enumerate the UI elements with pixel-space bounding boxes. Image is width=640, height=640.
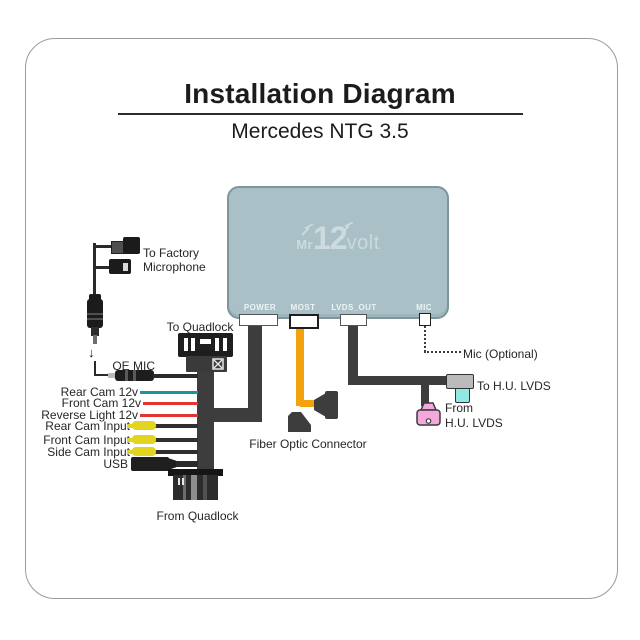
to-quadlock-label: To Quadlock <box>166 320 234 334</box>
oe-mic-wire <box>153 374 198 378</box>
rca-tip <box>127 450 133 454</box>
connector-detail <box>123 263 128 271</box>
plug-direction-arrow-icon: ↓ <box>88 345 95 360</box>
front-cam-12v-wire <box>143 402 198 405</box>
to-factory-microphone-label-line1: To Factory <box>143 246 200 260</box>
connector-detail <box>182 478 184 485</box>
wire-label-front-cam-12v: Front Cam 12v <box>61 396 141 410</box>
oe-mic-link-vertical <box>94 361 96 376</box>
rear-cam-12v-wire <box>140 391 198 394</box>
usb-wire <box>176 461 198 467</box>
rca-tip <box>127 424 133 428</box>
fiber-optic-end-connector <box>288 412 311 432</box>
mic-port-tab <box>419 313 431 326</box>
wire-label-side-cam-input: Side Cam Input <box>47 445 130 459</box>
factory-mic-branch-2 <box>95 266 112 269</box>
fiber-optic-branch-connector <box>314 391 338 419</box>
oe-mic-connector <box>115 370 154 381</box>
to-hu-lvds-label: To H.U. LVDS <box>477 379 551 393</box>
power-port-tab <box>239 314 278 326</box>
oe-mic-label: OE MIC <box>112 359 155 373</box>
connector-detail <box>178 478 180 485</box>
quadlock-harness-cable <box>197 362 214 478</box>
wire-label-reverse-light-12v: Reverse Light 12v <box>41 408 138 422</box>
side-cam-input-rca-connector <box>132 447 156 456</box>
usb-connector-taper <box>168 458 178 470</box>
port-label-power: POWER <box>243 303 277 312</box>
to-factory-microphone-label-line2: Microphone <box>143 260 206 274</box>
lvds-cable-horizontal <box>348 376 448 385</box>
power-cable-vertical <box>248 325 262 422</box>
factory-mic-cable <box>93 243 96 291</box>
connector-pin-slot <box>223 338 227 351</box>
mic-dotted-line-vertical <box>424 326 426 352</box>
usb-connector <box>131 457 169 471</box>
factory-mic-branch-1 <box>95 245 114 248</box>
page-subtitle: Mercedes NTG 3.5 <box>231 120 409 143</box>
from-hu-lvds-label-line1: From <box>445 401 473 415</box>
power-cable-horizontal <box>199 408 262 422</box>
wire-label-front-cam-input: Front Cam Input <box>43 433 130 447</box>
fiber-optic-cable-branch <box>300 400 317 407</box>
lvds-out-port-tab <box>340 314 367 326</box>
logo-text-volt: volt <box>346 232 380 254</box>
wire-label-rear-cam-input: Rear Cam Input <box>45 419 130 433</box>
to-hu-lvds-connector <box>446 374 474 389</box>
from-hu-lvds-label-line2: H.U. LVDS <box>445 416 503 430</box>
port-label-lvds-out: LVDS_OUT <box>331 303 377 312</box>
barrel-jack-neck <box>91 327 99 336</box>
connector-pin-slot <box>184 338 188 351</box>
page-title: Installation Diagram <box>184 78 456 109</box>
oe-mic-plug-tip <box>108 373 117 378</box>
barrel-jack-cable <box>93 288 96 296</box>
barrel-jack-body <box>87 299 103 328</box>
logo-text-mr: Mr <box>296 237 314 252</box>
side-cam-input-cable <box>154 450 198 454</box>
barrel-jack-pin <box>93 335 97 344</box>
from-quadlock-connector-lip <box>168 469 223 476</box>
rear-cam-input-cable <box>154 424 198 428</box>
logo-text-12: 12 <box>313 220 348 256</box>
lightning-icon <box>341 222 354 234</box>
wire-label-rear-cam-12v: Rear Cam 12v <box>60 385 138 399</box>
barrel-jack-cap <box>89 294 101 301</box>
rear-cam-input-rca-connector <box>132 421 156 430</box>
lightning-icon <box>301 224 314 236</box>
to-quadlock-connector-lower <box>186 356 227 372</box>
most-port-tab <box>289 314 319 329</box>
rca-tip <box>127 438 133 442</box>
mic-dotted-line-horizontal <box>424 351 461 353</box>
title-divider <box>118 113 523 115</box>
fiber-optic-connector-label: Fiber Optic Connector <box>249 437 367 451</box>
oe-mic-link-horizontal <box>94 374 110 376</box>
connector-keying-icon <box>212 358 224 370</box>
factory-mic-connector-bottom <box>109 259 131 274</box>
from-quadlock-connector <box>173 475 218 500</box>
wire-label-usb: USB <box>103 457 128 471</box>
mic-optional-label: Mic (Optional) <box>463 347 538 361</box>
factory-mic-connector-top <box>123 237 140 254</box>
connector-pin-slot <box>200 339 211 344</box>
connector-pin-slot <box>191 338 195 351</box>
front-cam-input-rca-connector <box>132 435 156 444</box>
to-quadlock-connector <box>178 333 233 357</box>
connector-pin-slot <box>215 338 219 351</box>
port-label-most: MOST <box>290 303 316 312</box>
from-quadlock-label: From Quadlock <box>156 509 239 523</box>
lvds-cable-vertical <box>348 325 358 383</box>
from-hu-lvds-connector <box>416 402 441 426</box>
fiber-optic-cable-vertical <box>296 326 304 406</box>
port-label-mic: MIC <box>416 303 432 312</box>
lvds-cable-drop <box>421 380 429 406</box>
front-cam-input-cable <box>154 438 198 442</box>
reverse-light-12v-wire <box>140 414 198 417</box>
